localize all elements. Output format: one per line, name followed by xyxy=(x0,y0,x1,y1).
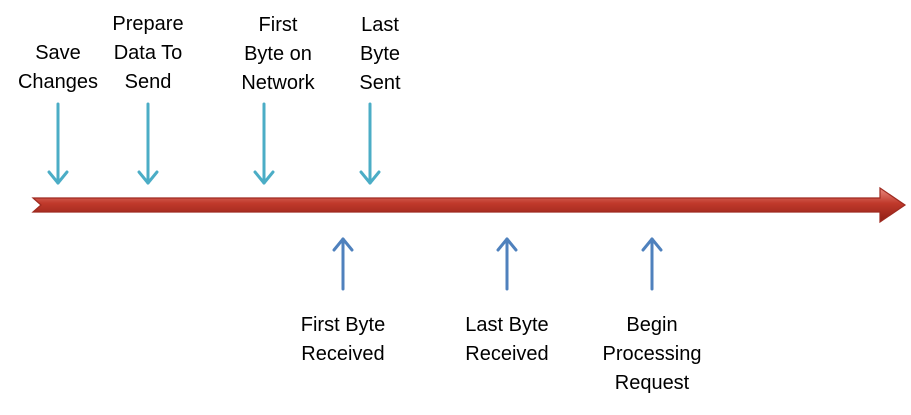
bottom-arrow-begin-processing xyxy=(641,237,663,291)
label-save-changes: Save Changes xyxy=(8,39,108,97)
label-line: Send xyxy=(124,71,172,93)
label-line: Sent xyxy=(359,72,401,94)
label-first-byte-on-network: First Byte on Network xyxy=(222,11,334,98)
label-line: Data To xyxy=(113,42,183,64)
label-line: First Byte xyxy=(300,314,386,336)
label-line: Processing xyxy=(602,343,702,365)
label-line: Begin xyxy=(626,314,678,336)
label-line: Last xyxy=(361,14,399,36)
label-prepare-data-to-send: Prepare Data To Send xyxy=(98,10,198,97)
label-line: Received xyxy=(465,343,549,365)
label-line: Request xyxy=(614,372,690,394)
label-line: Save xyxy=(35,42,81,64)
top-arrow-prepare-data xyxy=(137,102,159,185)
label-line: Network xyxy=(241,72,315,94)
label-last-byte-sent: Last Byte Sent xyxy=(330,11,430,98)
bottom-arrow-first-byte-received xyxy=(332,237,354,291)
label-line: Prepare xyxy=(112,13,184,35)
top-arrow-first-byte-network xyxy=(253,102,275,185)
label-begin-processing-request: Begin Processing Request xyxy=(587,311,717,398)
timeline-arrow xyxy=(31,186,907,224)
label-line: Received xyxy=(301,343,385,365)
label-first-byte-received: First Byte Received xyxy=(283,311,403,369)
top-arrow-save-changes xyxy=(47,102,69,185)
label-line: Changes xyxy=(17,71,99,93)
top-arrow-last-byte-sent xyxy=(359,102,381,185)
label-last-byte-received: Last Byte Received xyxy=(447,311,567,369)
label-line: Last Byte xyxy=(465,314,549,336)
label-line: First xyxy=(258,14,298,36)
label-line: Byte xyxy=(359,43,401,65)
label-line: Byte on xyxy=(244,43,312,65)
bottom-arrow-last-byte-received xyxy=(496,237,518,291)
